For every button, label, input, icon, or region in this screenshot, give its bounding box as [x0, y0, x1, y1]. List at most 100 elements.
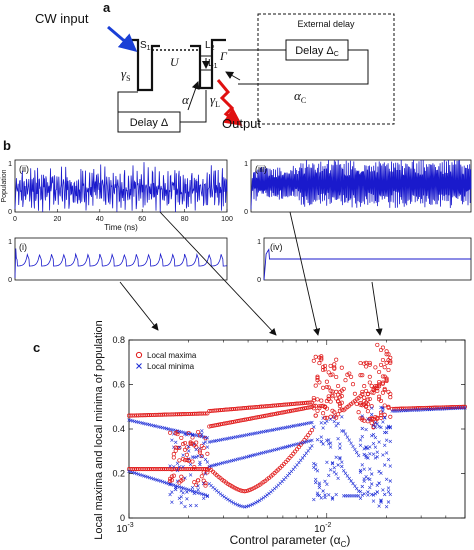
- minima-point: [226, 497, 230, 502]
- maxima-point: [197, 448, 202, 453]
- maxima-point: [328, 388, 333, 393]
- maxima-point: [388, 414, 393, 419]
- label-u: U: [170, 55, 180, 69]
- minima-point: [310, 420, 314, 425]
- minima-point: [205, 493, 210, 498]
- minima-point: [308, 446, 312, 451]
- minima-point: [205, 460, 210, 464]
- minima-point: [194, 455, 198, 459]
- maxima-point: [186, 467, 191, 472]
- minima-point: [173, 487, 178, 492]
- maxima-point: [356, 410, 361, 415]
- maxima-point: [298, 401, 303, 406]
- maxima-point: [229, 420, 234, 425]
- maxima-point: [384, 352, 389, 357]
- maxima-point: [276, 411, 281, 416]
- maxima-point: [194, 482, 199, 487]
- maxima-point: [283, 409, 288, 414]
- maxima-point: [220, 421, 225, 427]
- maxima-point: [337, 403, 342, 409]
- maxima-point: [246, 416, 251, 422]
- minima-point: [386, 486, 391, 490]
- maxima-point: [365, 397, 370, 402]
- maxima-point: [321, 367, 326, 373]
- minima-point: [321, 489, 325, 493]
- maxima-point: [238, 418, 244, 423]
- minima-point: [336, 421, 340, 426]
- minima-point: [170, 500, 174, 504]
- maxima-point: [321, 385, 326, 390]
- y-tick-label: 0.6: [112, 380, 125, 390]
- minima-point: [233, 502, 238, 506]
- maxima-point: [461, 404, 466, 409]
- maxima-point: [384, 377, 389, 382]
- svg-text:S1: S1: [140, 40, 151, 52]
- maxima-point: [386, 367, 391, 373]
- minima-point: [188, 488, 193, 493]
- maxima-point: [380, 357, 385, 363]
- x-tick-label: 10-3: [116, 522, 133, 535]
- minima-point: [381, 405, 385, 410]
- maxima-point: [222, 421, 227, 426]
- maxima-point: [181, 412, 186, 417]
- maxima-point: [315, 374, 320, 379]
- minima-point: [373, 445, 378, 449]
- minima-point: [330, 497, 335, 501]
- maxima-point: [233, 419, 238, 424]
- maxima-point: [382, 412, 387, 417]
- minima-point: [375, 450, 380, 454]
- maxima-point: [169, 474, 174, 479]
- trace-ii-ytick-1: 1: [8, 161, 12, 168]
- trace-ii-ylabel: Population: [1, 169, 8, 202]
- minima-point: [254, 500, 258, 505]
- maxima-point: [330, 394, 335, 399]
- maxima-point: [375, 342, 380, 347]
- label-l1-sub: 1: [214, 63, 218, 70]
- minima-point: [158, 479, 163, 483]
- minima-point: [168, 492, 172, 497]
- minima-point: [377, 424, 381, 429]
- maxima-point: [377, 394, 382, 399]
- maxima-point: [192, 411, 197, 416]
- maxima-point: [257, 414, 262, 419]
- minima-point: [360, 493, 365, 497]
- maxima-point: [360, 403, 365, 408]
- maxima-point: [294, 407, 300, 412]
- maxima-point: [364, 388, 369, 394]
- maxima-point: [136, 467, 141, 472]
- maxima-point: [380, 374, 385, 379]
- maxima-point: [313, 413, 318, 418]
- maxima-point: [289, 408, 294, 413]
- label-s1-sub: 1: [147, 45, 151, 52]
- alpha-c-label: α: [294, 88, 302, 103]
- minima-point: [375, 422, 380, 426]
- minima-point: [220, 493, 225, 498]
- maxima-point: [349, 374, 354, 379]
- minima-point: [336, 436, 340, 441]
- maxima-point: [371, 390, 376, 395]
- minima-point: [330, 461, 335, 465]
- arrow-ii: [159, 211, 277, 336]
- minima-point: [332, 465, 337, 470]
- maxima-point: [242, 489, 247, 494]
- maxima-point: [255, 415, 260, 420]
- minima-point: [340, 460, 344, 464]
- maxima-point: [380, 381, 385, 386]
- minima-point: [228, 498, 232, 503]
- trace-i: (i) 0 1: [8, 237, 228, 284]
- maxima-point: [462, 404, 468, 409]
- maxima-point: [298, 407, 303, 412]
- maxima-point: [313, 354, 318, 359]
- maxima-point: [197, 467, 202, 472]
- maxima-point: [214, 408, 219, 413]
- maxima-point: [377, 382, 382, 387]
- label-alpha: α: [182, 92, 190, 107]
- maxima-point: [265, 413, 270, 418]
- maxima-point: [244, 488, 249, 494]
- maxima-point: [332, 365, 337, 370]
- alpha-arrow: [187, 81, 200, 111]
- minima-point: [362, 467, 366, 471]
- maxima-point: [386, 404, 391, 409]
- maxima-point: [334, 357, 339, 362]
- minima-point: [334, 492, 338, 497]
